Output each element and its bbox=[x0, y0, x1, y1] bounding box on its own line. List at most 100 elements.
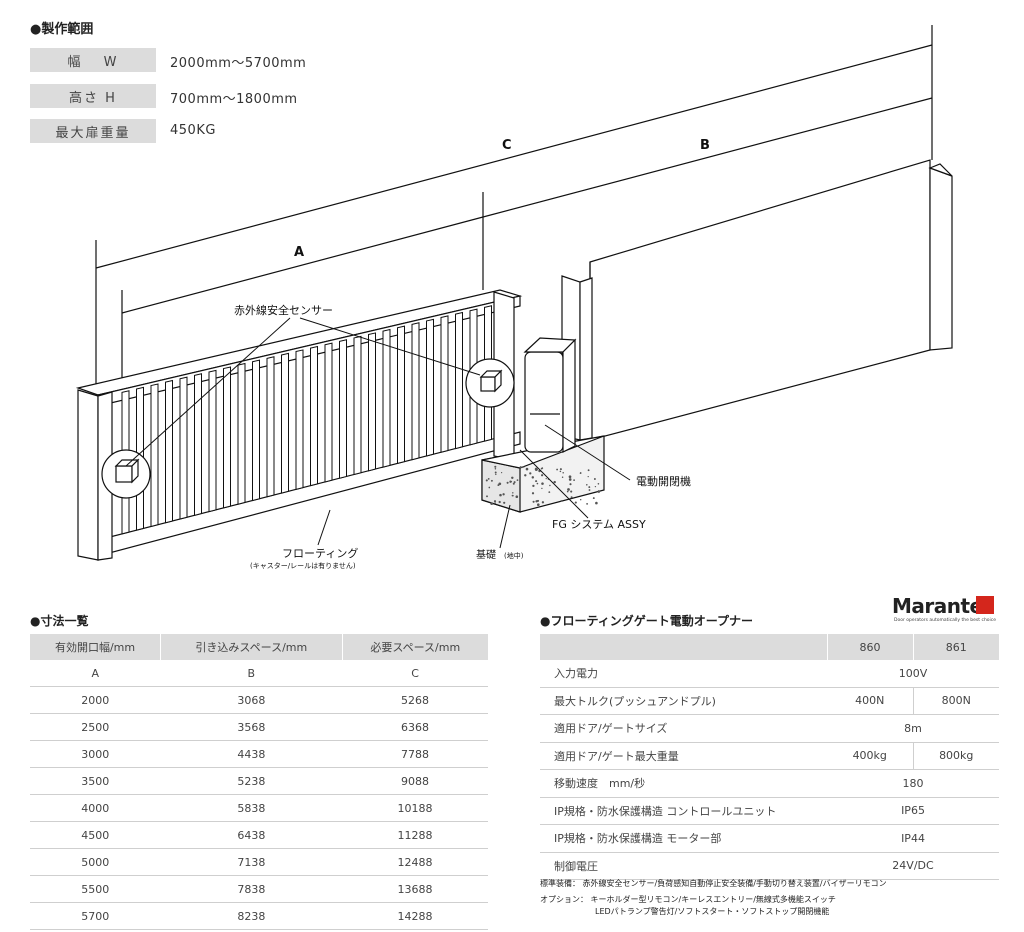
concrete-speck bbox=[586, 502, 589, 505]
option-note: オプション： キーホルダー型リモコン/キーレスエントリー/無線式多機能スイッチ bbox=[540, 894, 836, 905]
spec-item: IP規格・防水保護構造 モーター部 bbox=[540, 824, 827, 853]
table-cell: 4500 bbox=[30, 821, 161, 849]
concrete-speck bbox=[512, 482, 515, 485]
spec-value: 24V/DC bbox=[827, 852, 999, 880]
model-860-header: 860 bbox=[826, 634, 913, 660]
spec-label-width: 幅 W bbox=[30, 48, 156, 72]
gate-bar bbox=[368, 332, 376, 472]
concrete-speck bbox=[597, 483, 600, 485]
concrete-speck bbox=[553, 480, 556, 484]
concrete-speck bbox=[523, 466, 525, 468]
concrete-speck bbox=[490, 502, 494, 505]
concrete-speck bbox=[574, 501, 577, 504]
dim-a-label: A bbox=[294, 245, 304, 260]
spec-title: ●製作範囲 bbox=[30, 22, 94, 37]
concrete-speck bbox=[529, 472, 532, 475]
gate-bar bbox=[179, 376, 188, 520]
opener-header-blank bbox=[540, 634, 827, 660]
spec-value: 8m bbox=[827, 714, 999, 743]
concrete-speck bbox=[525, 467, 529, 471]
concrete-speck bbox=[548, 491, 551, 494]
concrete-speck bbox=[595, 501, 598, 505]
concrete-speck bbox=[494, 465, 497, 468]
spec-label-weight: 最大扉重量 bbox=[30, 119, 156, 143]
concrete-speck bbox=[593, 478, 596, 480]
spec-value: 100V bbox=[827, 660, 999, 688]
spec-value-860: 400kg bbox=[827, 742, 913, 770]
concrete-speck bbox=[532, 484, 535, 488]
gate-bar bbox=[339, 339, 347, 479]
table-cell: 2500 bbox=[30, 713, 161, 741]
concrete-speck bbox=[532, 500, 535, 503]
concrete-speck bbox=[588, 489, 591, 491]
concrete-speck bbox=[579, 472, 582, 474]
table-cell: 3068 bbox=[160, 686, 343, 714]
concrete-speck bbox=[490, 479, 493, 482]
gate-bar bbox=[353, 335, 362, 476]
logo-tagline: Door operators automatically the best ch… bbox=[894, 618, 997, 623]
table-cell: 7788 bbox=[342, 740, 488, 768]
concrete-speck bbox=[495, 473, 497, 476]
concrete-speck bbox=[501, 472, 503, 474]
table-cell: 6438 bbox=[160, 821, 343, 849]
spec-item: 適用ドア/ゲート最大重量 bbox=[540, 742, 827, 770]
table-cell: 9088 bbox=[342, 767, 488, 795]
spec-value-weight: 450KG bbox=[170, 123, 216, 138]
option-text-1: キーホルダー型リモコン/キーレスエントリー/無線式多機能スイッチ bbox=[590, 895, 836, 904]
dim-b-label: B bbox=[700, 138, 710, 153]
concrete-speck bbox=[503, 501, 506, 504]
system-label: FG システム ASSY bbox=[552, 518, 646, 531]
table-cell: 13688 bbox=[342, 875, 488, 903]
opener-title: ●フローティングゲート電動オープナー bbox=[540, 614, 754, 628]
floating-label: フローティング bbox=[282, 546, 358, 560]
concrete-speck bbox=[559, 470, 562, 473]
concrete-speck bbox=[494, 471, 497, 474]
concrete-speck bbox=[560, 500, 563, 502]
concrete-speck bbox=[541, 501, 545, 504]
concrete-speck bbox=[506, 481, 509, 484]
concrete-speck bbox=[524, 474, 527, 477]
concrete-speck bbox=[579, 498, 582, 501]
foundation-note: (地中) bbox=[504, 551, 524, 560]
concrete-speck bbox=[510, 480, 513, 483]
concrete-speck bbox=[494, 502, 496, 504]
concrete-speck bbox=[513, 481, 516, 484]
gate-drawing: A C B 赤外線安全センサー 電動開閉機 FG システム ASSY 基礎 (地… bbox=[75, 25, 953, 570]
concrete-speck bbox=[597, 490, 601, 493]
concrete-speck bbox=[570, 490, 573, 493]
concrete-speck bbox=[568, 478, 572, 481]
table-cell: 12488 bbox=[342, 848, 488, 876]
gate-bar bbox=[411, 322, 420, 461]
spec-value-height: 700mm～1800mm bbox=[170, 92, 298, 107]
concrete-speck bbox=[559, 468, 562, 471]
spec-item: 適用ドア/ゲートサイズ bbox=[540, 714, 827, 743]
concrete-speck bbox=[536, 482, 539, 485]
concrete-speck bbox=[494, 467, 497, 470]
spec-item: 移動速度 mm/秒 bbox=[540, 769, 827, 798]
option-text-2: LEDパトランプ警告灯/ソフトスタート・ソフトストップ開閉機能 bbox=[595, 907, 830, 916]
dimensions-header: 引き込みスペース/mm bbox=[160, 634, 343, 660]
concrete-speck bbox=[493, 500, 497, 503]
dimensions-header: 有効開口幅/mm bbox=[30, 634, 162, 660]
option-label: オプション： bbox=[540, 895, 588, 904]
concrete-speck bbox=[566, 490, 569, 493]
table-cell: 11288 bbox=[342, 821, 488, 849]
spec-value-860: 400N bbox=[827, 687, 913, 715]
concrete-speck bbox=[540, 467, 543, 470]
concrete-speck bbox=[556, 468, 559, 471]
concrete-speck bbox=[561, 476, 564, 478]
spec-value: IP65 bbox=[827, 797, 999, 825]
table-cell: 2000 bbox=[30, 686, 161, 714]
concrete-speck bbox=[485, 479, 488, 482]
table-cell: 3000 bbox=[30, 740, 161, 768]
concrete-speck bbox=[502, 493, 505, 496]
